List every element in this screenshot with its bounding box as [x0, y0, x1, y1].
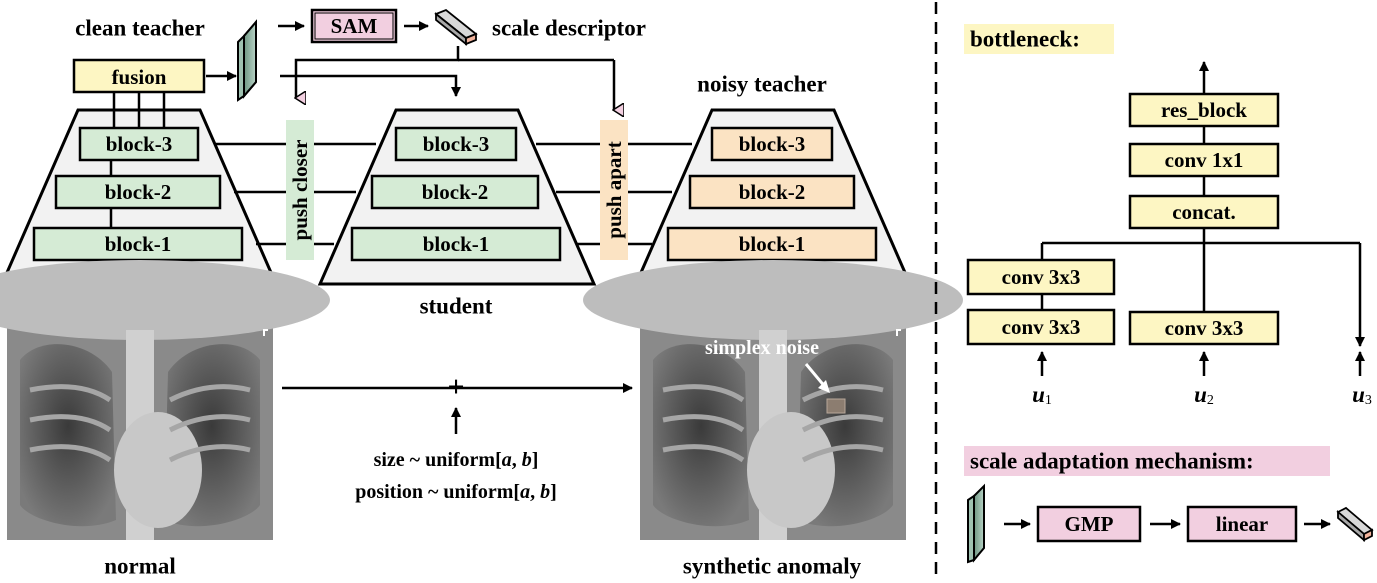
- input-u1: u1: [1032, 382, 1052, 408]
- student-block-2: [370, 174, 540, 210]
- push-apart-label: push apart: [602, 141, 626, 238]
- clean-block-2-label: block-2: [105, 180, 172, 204]
- scale-descriptor-icon: [434, 8, 478, 46]
- push-closer-bg: [286, 120, 314, 260]
- student-block-1-label: block-1: [423, 232, 490, 256]
- clean-block-1-label: block-1: [105, 232, 172, 256]
- bottleneck-title: bottleneck:: [970, 27, 1080, 52]
- scale-descriptor-label: scale descriptor: [492, 16, 646, 41]
- noisy-block-2-label: block-2: [739, 180, 806, 204]
- gmp-box: [1036, 505, 1142, 543]
- push-closer-label: push closer: [288, 140, 312, 241]
- clean-block-2: [54, 174, 222, 210]
- conv1x1-box: [1128, 142, 1280, 178]
- plus-sign: +: [447, 371, 464, 404]
- input-u3: u3: [1352, 382, 1372, 408]
- noisy-block-2: [688, 174, 856, 210]
- res-block-label: res_block: [1161, 98, 1247, 122]
- noisy-teacher: noisy teacher block-3 block-2 block-1: [633, 72, 913, 286]
- noisy-block-3: [710, 126, 834, 162]
- clean-teacher: clean teacher fusion block-3 block-2 blo…: [0, 16, 279, 286]
- clean-block-1: [32, 226, 244, 262]
- descriptor-routing: [280, 46, 614, 110]
- simplex-noise-patch: [826, 398, 846, 414]
- linear-box: [1186, 505, 1298, 543]
- synthetic-xray-image: [583, 260, 963, 540]
- student-title: student: [420, 294, 493, 319]
- conv3x3-a2-label: conv 3x3: [1002, 265, 1081, 289]
- normal-label: normal: [104, 554, 176, 579]
- fusion-label: fusion: [112, 65, 167, 89]
- student-block-1: [350, 226, 562, 262]
- student-block-2-label: block-2: [422, 180, 489, 204]
- scale-adapt-title-bg: [964, 446, 1330, 476]
- push-apart-bg: [600, 120, 628, 260]
- conv3x3-b-label: conv 3x3: [1165, 316, 1244, 340]
- synthetic-label: synthetic anomaly: [683, 554, 862, 579]
- clean-block-3: [78, 126, 200, 162]
- conv3x3-a1-box: [966, 308, 1116, 346]
- position-sampling: position ~ uniform[a, b]: [355, 481, 557, 503]
- noise-pointer-head: [818, 380, 830, 393]
- sam-box: [310, 8, 398, 44]
- chest-xray-image: [0, 260, 330, 540]
- student-block-3: [394, 126, 518, 162]
- linear-label: linear: [1216, 512, 1269, 536]
- gmp-label: GMP: [1065, 512, 1114, 536]
- input-u2: u2: [1194, 382, 1214, 408]
- clean-teacher-title: clean teacher: [75, 16, 205, 41]
- concat-label: concat.: [1172, 200, 1236, 224]
- conv3x3-a1-label: conv 3x3: [1002, 315, 1081, 339]
- noisy-block-1-label: block-1: [739, 232, 806, 256]
- noisy-block-1: [666, 226, 878, 262]
- noisy-block-3-label: block-3: [739, 132, 806, 156]
- student: block-3 block-2 block-1 student: [317, 108, 597, 319]
- noise-label: simplex noise: [705, 337, 819, 359]
- size-sampling: size ~ uniform[a, b]: [374, 449, 539, 471]
- conv3x3-b-box: [1128, 310, 1280, 346]
- bottleneck-diagram: res_block conv 1x1 concat. conv 3x3 conv…: [966, 61, 1365, 376]
- student-block-3-label: block-3: [423, 132, 490, 156]
- clean-block-3-label: block-3: [106, 132, 173, 156]
- comparison-lines: [216, 142, 692, 246]
- noisy-teacher-title: noisy teacher: [697, 72, 827, 97]
- scale-adapt-title: scale adaptation mechanism:: [970, 449, 1254, 474]
- feature-volume-icon: [237, 19, 257, 102]
- sam-box-inner: [314, 12, 394, 40]
- feature-volume-icon-small: [967, 483, 985, 564]
- conv1x1-label: conv 1x1: [1165, 148, 1244, 172]
- scale-descriptor-icon-small: [1336, 506, 1374, 542]
- bottleneck-title-bg: [964, 24, 1114, 54]
- sam-label: SAM: [331, 14, 378, 38]
